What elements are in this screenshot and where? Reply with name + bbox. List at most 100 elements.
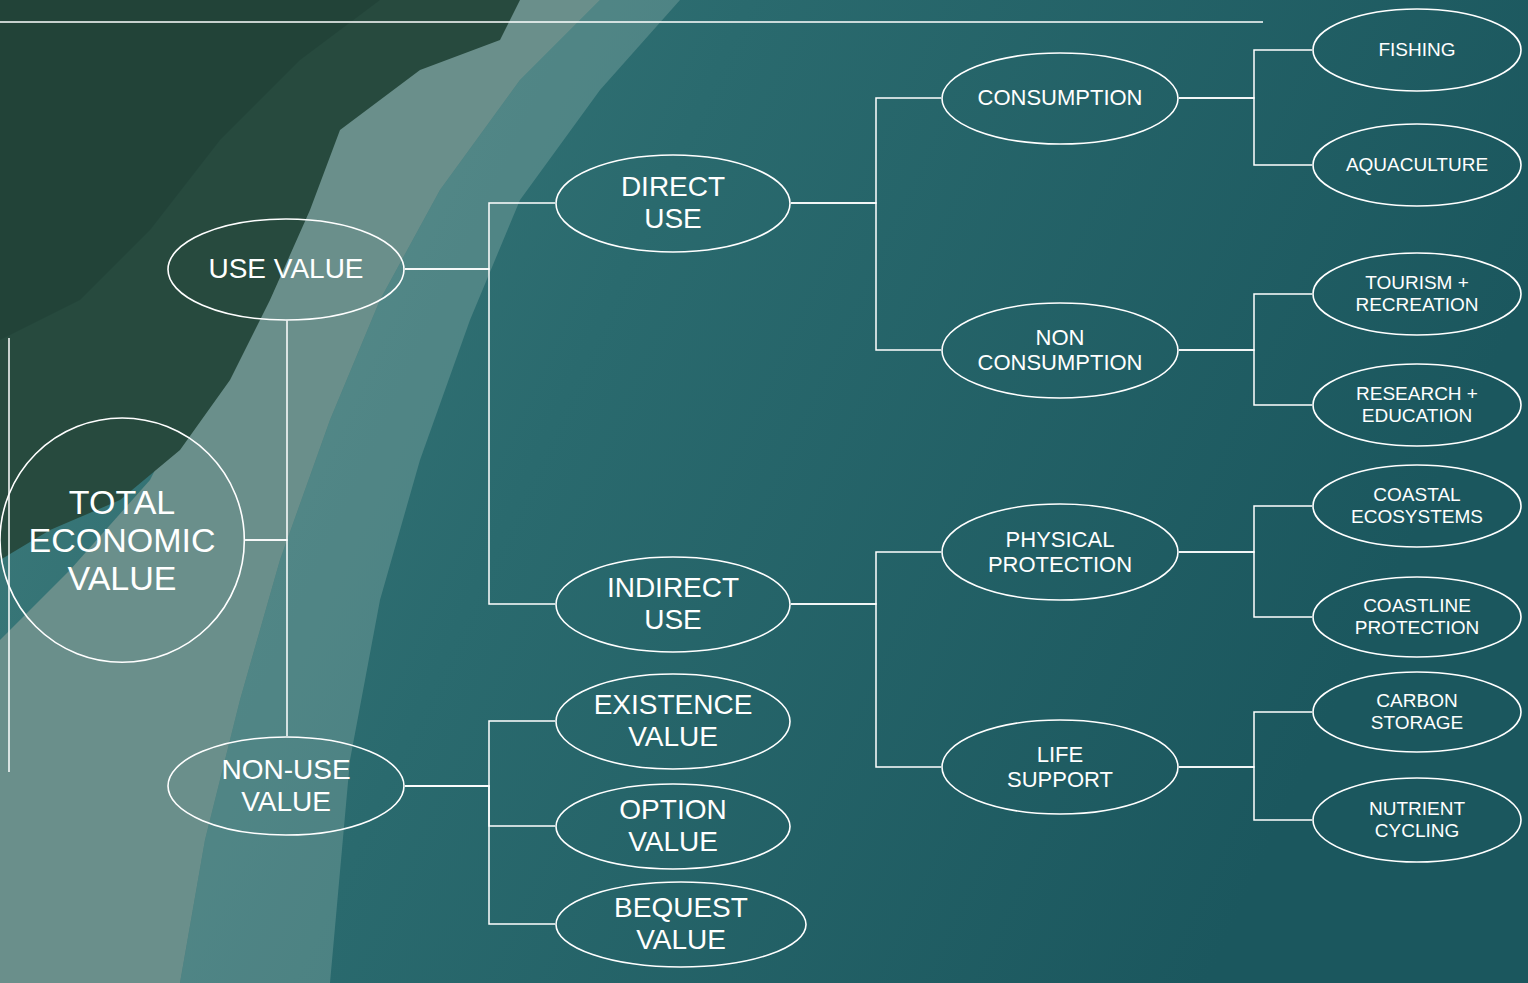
node-text-block: EXISTENCE VALUE: [583, 689, 763, 753]
node-label: LIFE SUPPORT: [985, 742, 1135, 793]
node-label: TOURISM + RECREATION: [1342, 272, 1492, 316]
outline: [1313, 577, 1521, 657]
service-ellipse: AQUACULTURE: [1312, 123, 1522, 207]
node-label: FISHING: [1378, 39, 1455, 61]
service-group-ellipse: NON CONSUMPTION: [941, 302, 1179, 399]
tree-connector: [245, 321, 287, 540]
node-label: EXISTENCE VALUE: [583, 689, 763, 753]
value-type-ellipse: BEQUEST VALUE: [555, 881, 807, 968]
tree-connector: [791, 98, 941, 203]
service-ellipse: CARBON STORAGE: [1312, 671, 1522, 753]
value-type-ellipse: OPTION VALUE: [555, 783, 791, 870]
node-text-block: DIRECT USE: [603, 171, 743, 235]
tree-connector: [1179, 50, 1312, 98]
tree-connector: [405, 786, 555, 924]
service-group-ellipse: CONSUMPTION: [941, 52, 1179, 145]
node-text-block: COASTLINE PROTECTION: [1342, 595, 1492, 639]
service-ellipse: FISHING: [1312, 8, 1522, 92]
outline: [1313, 778, 1521, 862]
value-type-ellipse: EXISTENCE VALUE: [555, 673, 791, 770]
outline: [942, 720, 1178, 814]
top-rule: [0, 21, 1263, 23]
outline: [942, 53, 1178, 144]
forest-shadow: [0, 0, 380, 340]
node-label: AQUACULTURE: [1346, 154, 1488, 176]
service-group-ellipse: PHYSICAL PROTECTION: [941, 503, 1179, 601]
node-text-block: LIFE SUPPORT: [985, 742, 1135, 793]
tree-connector: [405, 721, 555, 786]
service-ellipse: TOURISM + RECREATION: [1312, 252, 1522, 336]
node-label: RESEARCH + EDUCATION: [1342, 383, 1492, 427]
outline: [556, 882, 806, 967]
value-type-ellipse: DIRECT USE: [555, 154, 791, 253]
value-type-ellipse: INDIRECT USE: [555, 556, 791, 653]
tree-connector: [1179, 98, 1312, 165]
service-group-ellipse: LIFE SUPPORT: [941, 719, 1179, 815]
node-label: OPTION VALUE: [593, 794, 753, 858]
tree-connector: [1179, 712, 1312, 767]
node-label: CARBON STORAGE: [1342, 690, 1492, 734]
node-text-block: NUTRIENT CYCLING: [1342, 798, 1492, 842]
outline: [1313, 253, 1521, 335]
node-text-block: BEQUEST VALUE: [591, 892, 771, 956]
tree-connector: [405, 203, 555, 269]
node-text-block: USE VALUE: [208, 253, 363, 285]
node-label: DIRECT USE: [603, 171, 743, 235]
outline: [556, 674, 790, 769]
outline: [0, 418, 244, 662]
outline: [556, 557, 790, 652]
tree-connector: [405, 269, 555, 604]
tree-connector: [791, 203, 941, 350]
node-text-block: INDIRECT USE: [593, 572, 753, 636]
tree-connector: [791, 604, 941, 767]
node-text-block: PHYSICAL PROTECTION: [970, 527, 1150, 578]
node-label: USE VALUE: [208, 253, 363, 285]
node-label: NON-USE VALUE: [201, 754, 371, 818]
node-text-block: CARBON STORAGE: [1342, 690, 1492, 734]
outline: [942, 303, 1178, 398]
node-text-block: NON CONSUMPTION: [970, 325, 1150, 376]
node-text-block: OPTION VALUE: [593, 794, 753, 858]
node-text-block: COASTAL ECOSYSTEMS: [1342, 484, 1492, 528]
node-label: CONSUMPTION: [978, 85, 1143, 110]
node-label: BEQUEST VALUE: [591, 892, 771, 956]
tree-connector: [791, 552, 941, 604]
service-ellipse: RESEARCH + EDUCATION: [1312, 363, 1522, 447]
tree-connector: [1179, 294, 1312, 350]
tree-connector: [1179, 350, 1312, 405]
service-ellipse: COASTLINE PROTECTION: [1312, 576, 1522, 658]
left-rule: [8, 338, 10, 772]
node-text-block: NON-USE VALUE: [201, 754, 371, 818]
node-label: COASTAL ECOSYSTEMS: [1342, 484, 1492, 528]
category-ellipse: NON-USE VALUE: [167, 736, 405, 836]
node-label: NUTRIENT CYCLING: [1342, 798, 1492, 842]
tree-connector: [405, 786, 555, 826]
node-text-block: TOTAL ECONOMIC VALUE: [22, 483, 222, 597]
tree-connector: [1179, 506, 1312, 552]
node-label: INDIRECT USE: [593, 572, 753, 636]
node-text-block: TOURISM + RECREATION: [1342, 272, 1492, 316]
outline: [1313, 672, 1521, 752]
outline: [942, 504, 1178, 600]
forest: [0, 0, 520, 560]
root-circle: TOTAL ECONOMIC VALUE: [0, 417, 245, 663]
node-text-block: RESEARCH + EDUCATION: [1342, 383, 1492, 427]
node-label: COASTLINE PROTECTION: [1342, 595, 1492, 639]
tree-connector: [1179, 767, 1312, 820]
node-label: TOTAL ECONOMIC VALUE: [22, 483, 222, 597]
outline: [168, 737, 404, 835]
node-text-block: CONSUMPTION: [978, 85, 1143, 110]
service-ellipse: COASTAL ECOSYSTEMS: [1312, 464, 1522, 548]
outline: [1313, 364, 1521, 446]
tree-connector: [1179, 552, 1312, 617]
service-ellipse: NUTRIENT CYCLING: [1312, 777, 1522, 863]
category-ellipse: USE VALUE: [167, 218, 405, 321]
node-label: PHYSICAL PROTECTION: [970, 527, 1150, 578]
node-text-block: AQUACULTURE: [1346, 154, 1488, 176]
outline: [556, 784, 790, 869]
outline: [556, 155, 790, 252]
